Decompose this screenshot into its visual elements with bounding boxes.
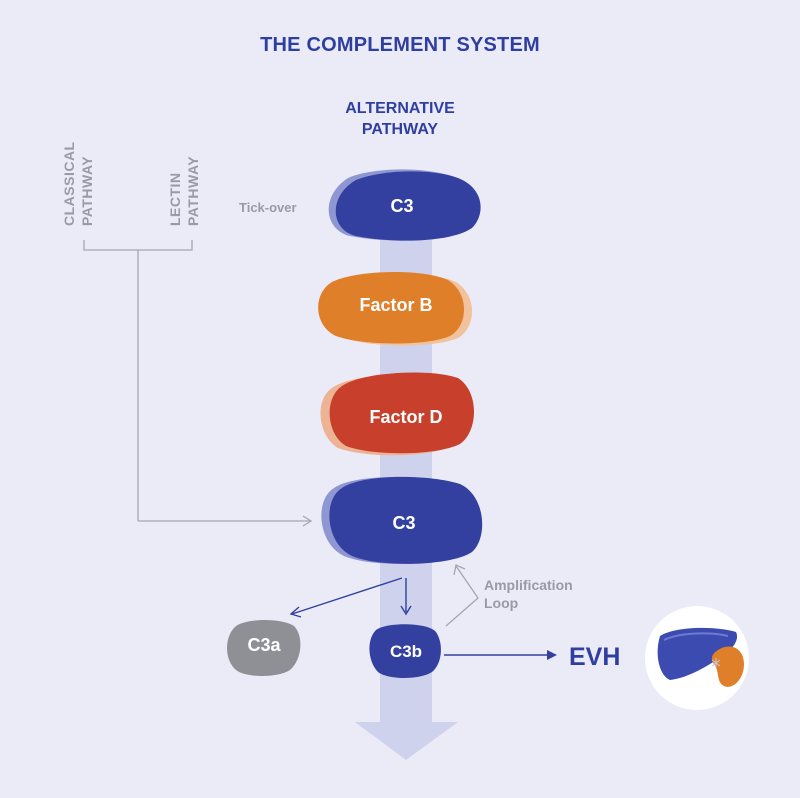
kidney-icon bbox=[711, 646, 744, 687]
amplification-loop-label: Amplification Loop bbox=[484, 577, 573, 611]
amplification-loop-arrow bbox=[445, 564, 479, 627]
alternative-pathway-label: ALTERNATIVE PATHWAY bbox=[345, 100, 455, 138]
pathway-bracket bbox=[83, 240, 313, 527]
cascade-arrow-head bbox=[355, 722, 458, 760]
c3b-label: C3b bbox=[390, 642, 422, 661]
tick-over-label: Tick-over bbox=[239, 200, 297, 215]
lectin-pathway-label: LECTIN PATHWAY bbox=[167, 155, 201, 226]
c3a-node: C3a bbox=[227, 620, 301, 676]
c3-main-node: C3 bbox=[321, 476, 483, 564]
diagram-title: THE COMPLEMENT SYSTEM bbox=[260, 34, 540, 56]
factor-b-node: Factor B bbox=[318, 271, 472, 346]
c3-top-label: C3 bbox=[390, 196, 413, 216]
c3a-label: C3a bbox=[247, 635, 281, 655]
evh-label: EVH bbox=[569, 643, 621, 671]
c3-top-node: C3 bbox=[328, 169, 481, 241]
classical-pathway-label: CLASSICAL PATHWAY bbox=[61, 141, 95, 226]
liver-icon bbox=[657, 627, 738, 680]
c3-main-label: C3 bbox=[392, 513, 415, 533]
factor-d-node: Factor D bbox=[320, 372, 474, 456]
organ-illustration bbox=[645, 606, 749, 710]
sparkle-icon bbox=[711, 658, 721, 668]
factor-b-label: Factor B bbox=[359, 295, 432, 315]
split-arrows bbox=[289, 577, 412, 618]
evh-arrow bbox=[444, 650, 557, 660]
c3b-node: C3b bbox=[369, 624, 441, 678]
factor-d-label: Factor D bbox=[369, 407, 442, 427]
